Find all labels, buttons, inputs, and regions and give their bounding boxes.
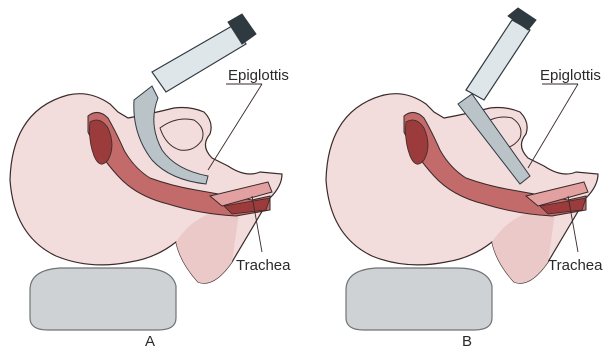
panel-b: Epiglottis Trachea B: [326, 8, 603, 349]
panel-a: Epiglottis Trachea A: [10, 14, 291, 349]
laryngoscope-handle: [466, 20, 530, 100]
head-pillow: [346, 268, 492, 330]
trachea-label-a: Trachea: [236, 257, 291, 274]
trachea-label-b: Trachea: [548, 257, 603, 274]
epiglottis-leader-a: [208, 84, 262, 170]
panel-letter-b: B: [462, 333, 472, 349]
head-pillow: [30, 268, 176, 330]
panel-letter-a: A: [145, 333, 155, 349]
epiglottis-leader-b: [528, 84, 578, 168]
epiglottis-label-a: Epiglottis: [228, 67, 289, 84]
epiglottis-label-b: Epiglottis: [540, 67, 601, 84]
